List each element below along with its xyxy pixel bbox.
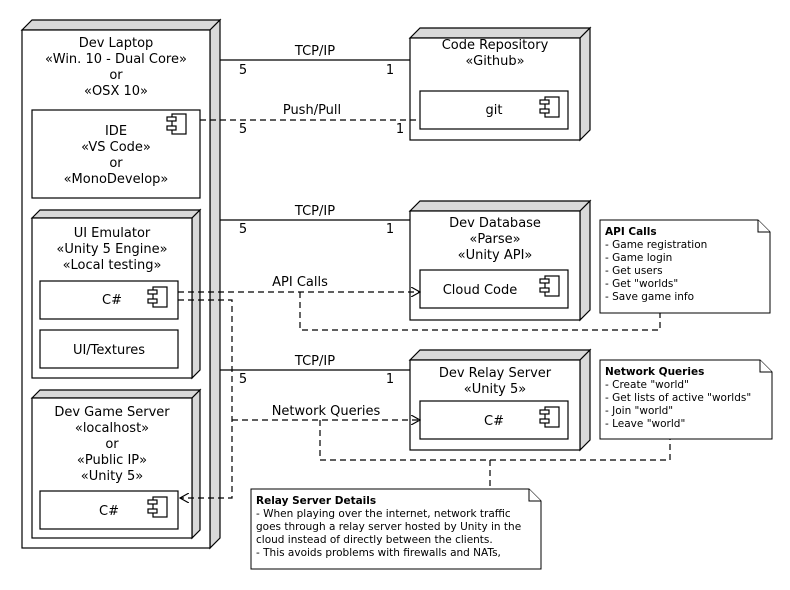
network-queries-link[interactable]: Network Queries <box>178 299 420 498</box>
api-calls-label: API Calls <box>272 275 328 290</box>
network-queries-note-line: - Get lists of active "worlds" <box>605 392 751 404</box>
relay-csharp-component[interactable]: C# <box>419 400 569 440</box>
relay-server-details-note[interactable]: Relay Server Details - When playing over… <box>250 488 542 570</box>
dev-game-server-stereotype-unity: «Unity 5» <box>81 469 143 484</box>
cloud-code-component[interactable]: Cloud Code <box>419 269 569 309</box>
ui-emulator-title: UI Emulator <box>74 226 151 241</box>
cloud-code-component-icon <box>539 275 560 297</box>
game-server-csharp-component[interactable]: C# <box>39 490 179 530</box>
ide-or: or <box>109 156 123 171</box>
push-pull-from-mult: 5 <box>239 122 247 137</box>
api-calls-note-line: - Game registration <box>605 239 707 251</box>
network-queries-note-line: - Create "world" <box>605 379 689 391</box>
ide-stereotype-monodevelop: «MonoDevelop» <box>64 172 169 187</box>
push-pull-link[interactable]: Push/Pull 5 1 <box>200 103 420 137</box>
network-queries-note-line: - Join "world" <box>605 405 673 417</box>
dev-game-server-or: or <box>105 437 119 452</box>
network-queries-note-line: - Leave "world" <box>605 418 685 430</box>
ui-textures-label: UI/Textures <box>73 343 145 358</box>
network-queries-label: Network Queries <box>272 404 381 419</box>
relay-details-note-line: - When playing over the internet, networ… <box>256 508 511 520</box>
dev-laptop-or: or <box>109 68 123 83</box>
relay-details-note-line: - This avoids problems with firewalls an… <box>256 547 501 559</box>
api-calls-link[interactable]: API Calls <box>178 275 420 292</box>
ide-box[interactable]: IDE «VS Code» or «MonoDevelop» <box>31 109 201 199</box>
dev-game-server-title: Dev Game Server <box>54 405 170 420</box>
network-queries-note-title: Network Queries <box>605 366 704 378</box>
dev-laptop-title: Dev Laptop <box>79 36 154 51</box>
repo-tcp-to-mult: 1 <box>386 63 394 78</box>
api-calls-note-line: - Game login <box>605 252 672 264</box>
code-repository-stereotype: «Github» <box>465 54 524 69</box>
emulator-csharp-component[interactable]: C# <box>39 280 179 320</box>
db-tcp-to-mult: 1 <box>386 222 394 237</box>
dev-laptop-stereotype-osx: «OSX 10» <box>84 84 148 99</box>
dev-database-stereotype-unity-api: «Unity API» <box>458 248 533 263</box>
git-label: git <box>486 103 503 118</box>
relay-details-note-title: Relay Server Details <box>256 495 376 507</box>
ui-emulator-stereotype-engine: «Unity 5 Engine» <box>56 242 167 257</box>
relay-tcp-to-mult: 1 <box>386 372 394 387</box>
api-calls-note[interactable]: API Calls - Game registration - Game log… <box>599 219 771 314</box>
db-tcp-label: TCP/IP <box>294 204 335 219</box>
game-server-csharp-label: C# <box>99 504 119 519</box>
ui-emulator-stereotype-local: «Local testing» <box>63 258 162 273</box>
dev-game-server-stereotype-publicip: «Public IP» <box>77 453 147 468</box>
relay-details-note-line: goes through a relay server hosted by Un… <box>256 521 521 533</box>
relay-csharp-label: C# <box>484 414 504 429</box>
repo-tcp-link[interactable]: TCP/IP 5 1 <box>220 44 410 78</box>
api-calls-note-line: - Get "worlds" <box>605 278 678 290</box>
repo-tcp-label: TCP/IP <box>294 44 335 59</box>
git-component-icon <box>539 96 560 118</box>
dev-game-server-stereotype-localhost: «localhost» <box>75 421 149 436</box>
ide-title: IDE <box>105 124 127 139</box>
db-tcp-link[interactable]: TCP/IP 5 1 <box>220 204 410 237</box>
game-server-csharp-component-icon <box>147 496 168 518</box>
relay-tcp-link[interactable]: TCP/IP 5 1 <box>220 354 410 387</box>
push-pull-to-mult: 1 <box>396 122 404 137</box>
emulator-csharp-label: C# <box>102 293 122 308</box>
dev-relay-server-title: Dev Relay Server <box>439 366 552 381</box>
relay-tcp-label: TCP/IP <box>294 354 335 369</box>
dev-relay-server-stereotype: «Unity 5» <box>464 382 526 397</box>
api-calls-note-line: - Save game info <box>605 291 694 303</box>
db-tcp-from-mult: 5 <box>239 222 247 237</box>
dev-laptop-stereotype-os: «Win. 10 - Dual Core» <box>45 52 187 67</box>
emulator-csharp-component-icon <box>147 286 168 308</box>
api-calls-note-line: - Get users <box>605 265 663 277</box>
code-repository-title: Code Repository <box>442 38 549 53</box>
git-component[interactable]: git <box>419 90 569 130</box>
ide-component-icon <box>166 113 187 135</box>
relay-details-note-line: cloud instead of directly between the cl… <box>256 534 493 546</box>
cloud-code-label: Cloud Code <box>443 283 518 298</box>
ui-textures-box[interactable]: UI/Textures <box>39 329 179 369</box>
api-calls-note-title: API Calls <box>605 226 657 238</box>
relay-tcp-from-mult: 5 <box>239 372 247 387</box>
relay-csharp-component-icon <box>539 406 560 428</box>
network-note-anchor <box>319 420 671 461</box>
repo-tcp-from-mult: 5 <box>239 63 247 78</box>
ide-stereotype-vscode: «VS Code» <box>81 140 151 155</box>
dev-database-stereotype-parse: «Parse» <box>469 232 520 247</box>
network-queries-note[interactable]: Network Queries - Create "world" - Get l… <box>599 359 773 440</box>
dev-database-title: Dev Database <box>449 216 541 231</box>
push-pull-label: Push/Pull <box>283 103 341 118</box>
